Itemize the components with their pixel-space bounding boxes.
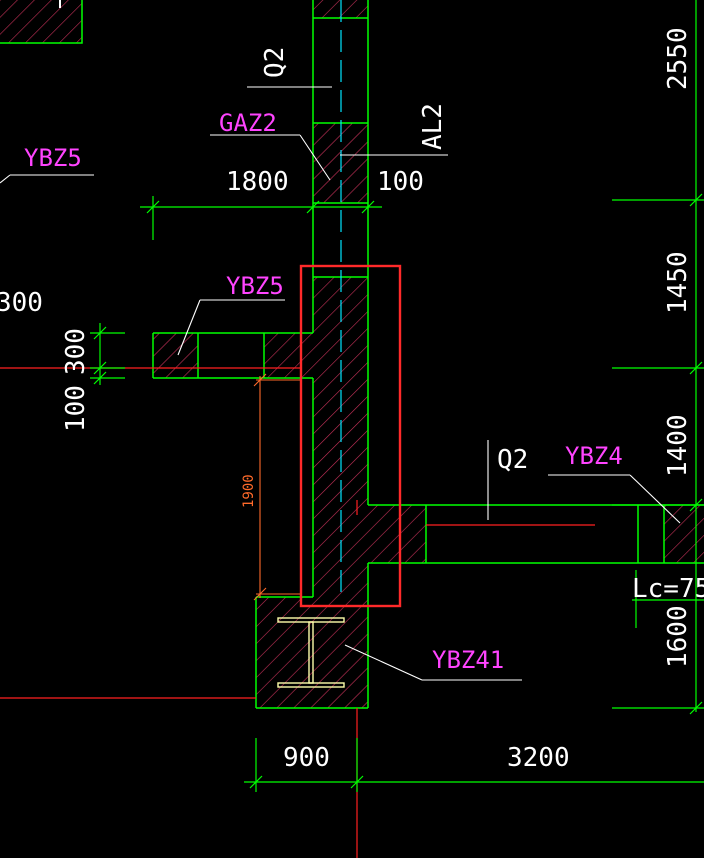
label-q2-top: Q2 bbox=[260, 47, 290, 78]
label-ybz41: YBZ41 bbox=[432, 646, 504, 674]
dim-900: 900 bbox=[283, 743, 330, 773]
label-ybz4: YBZ4 bbox=[565, 442, 623, 470]
component-labels: YBZ5 GAZ2 YBZ5 YBZ4 YBZ41 bbox=[24, 109, 623, 674]
dim-300-vertical: 300 bbox=[61, 328, 91, 375]
label-lc: Lc=75 bbox=[632, 574, 704, 604]
highlight-box bbox=[299, 264, 402, 608]
dim-2550: 2550 bbox=[663, 27, 693, 90]
label-gaz2: GAZ2 bbox=[219, 109, 277, 137]
dimension-texts: Q2 AL2 Q2 Lc=75 1800 100 300 300 100 900… bbox=[0, 27, 704, 773]
dim-1600: 1600 bbox=[663, 605, 693, 668]
corner-fragment-top-left bbox=[0, 0, 83, 44]
hatched-wall-fills bbox=[153, 0, 704, 708]
dim-1400: 1400 bbox=[663, 414, 693, 477]
label-al2: AL2 bbox=[418, 103, 448, 150]
dim-3200: 3200 bbox=[507, 743, 570, 773]
label-ybz5-left: YBZ5 bbox=[24, 144, 82, 172]
dim-1800: 1800 bbox=[226, 167, 289, 197]
dim-1900: 1900 bbox=[241, 474, 257, 508]
steel-i-section bbox=[277, 617, 345, 688]
dim-100-vertical: 100 bbox=[61, 385, 91, 432]
leader-lines bbox=[0, 86, 681, 681]
dim-100-top: 100 bbox=[377, 167, 424, 197]
dim-1450: 1450 bbox=[663, 251, 693, 314]
label-q2-right: Q2 bbox=[497, 445, 528, 475]
dimension-1900-lines bbox=[253, 373, 300, 601]
dim-300-left: 300 bbox=[0, 288, 43, 318]
label-ybz5-mid: YBZ5 bbox=[226, 272, 284, 300]
dimension-lines bbox=[90, 0, 704, 792]
